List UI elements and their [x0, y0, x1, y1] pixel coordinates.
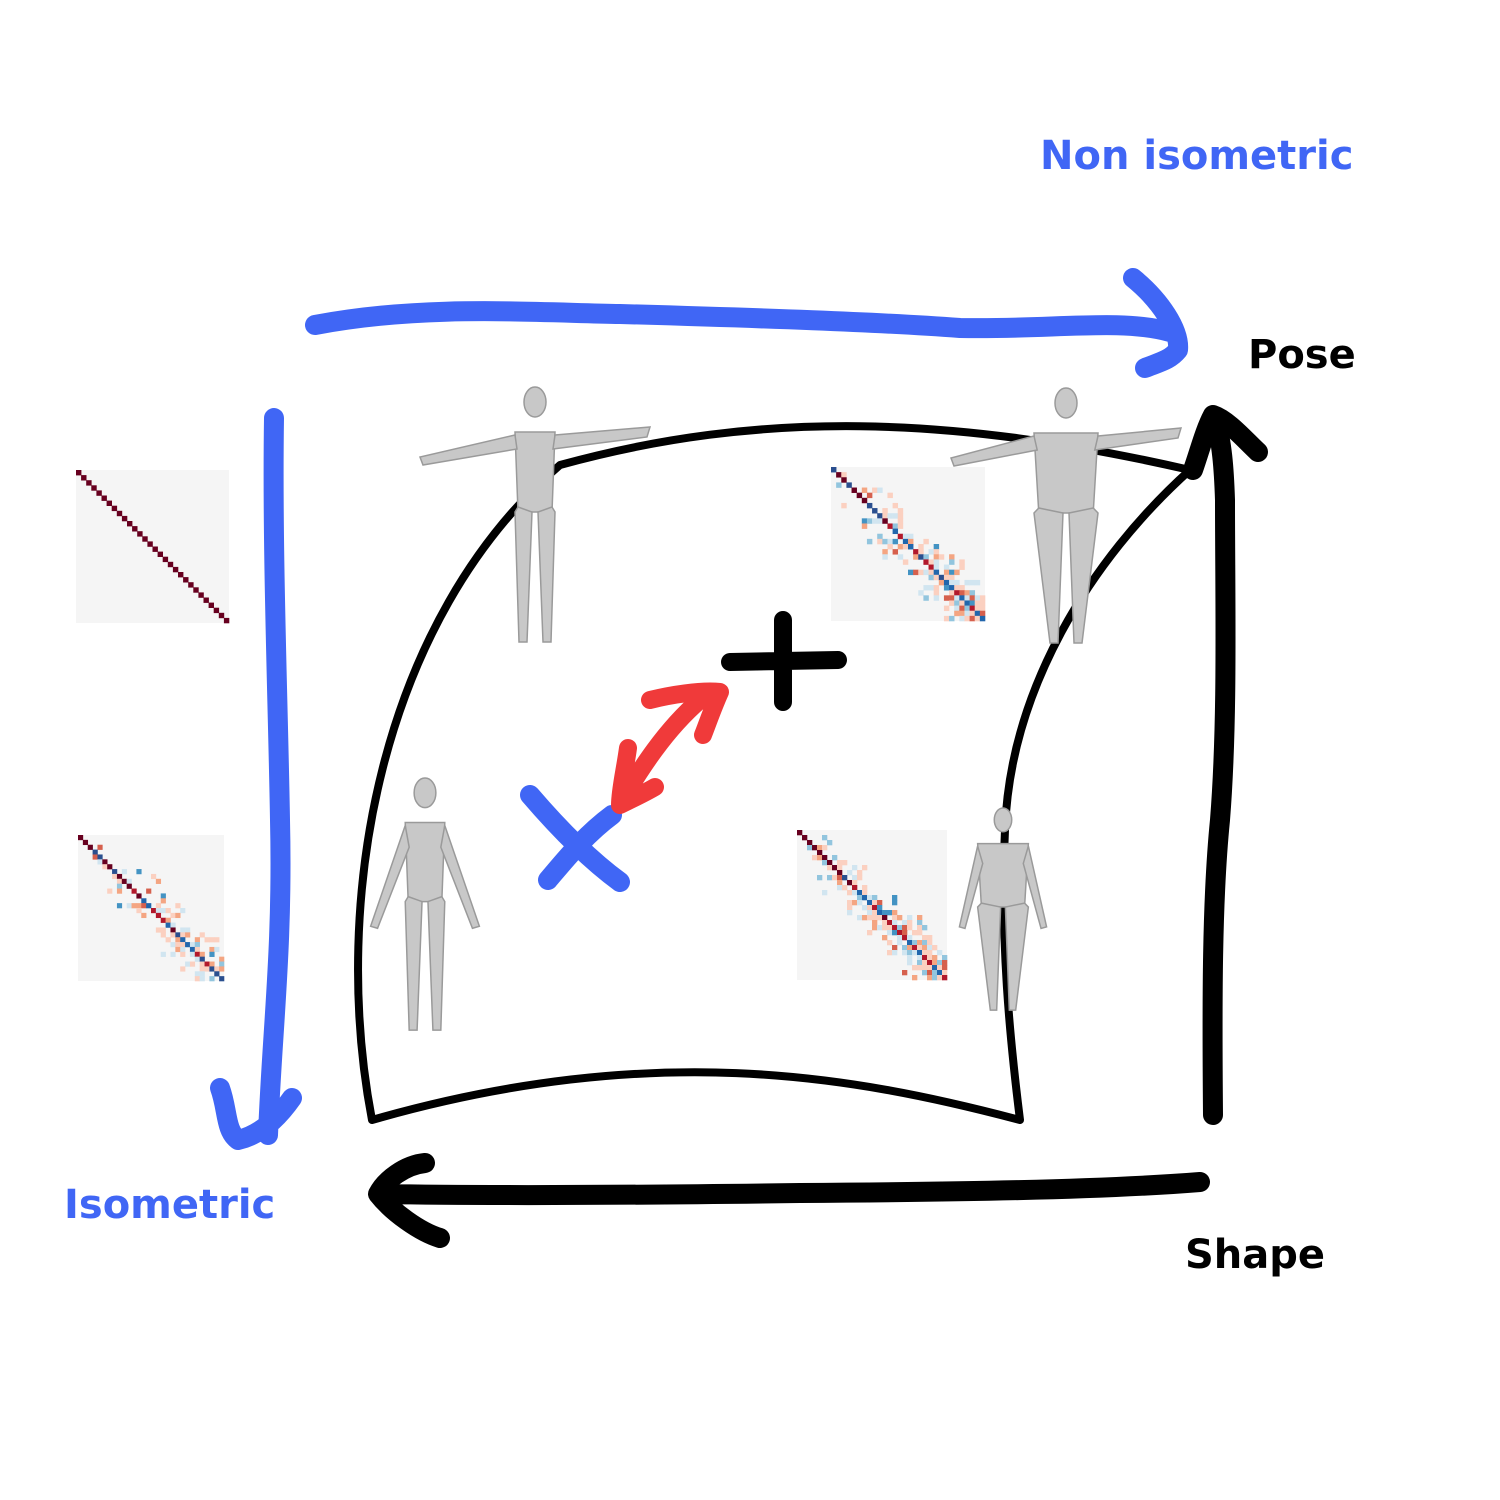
figure-thin-a-pose	[369, 777, 481, 1031]
pose-label: Pose	[1248, 332, 1356, 378]
pose-arrow	[1183, 405, 1268, 1125]
figure-thin-arms-out	[418, 386, 652, 643]
shape-label: Shape	[1185, 1232, 1326, 1278]
distance-arrow	[611, 682, 729, 814]
non-isometric-arrow	[305, 268, 1189, 378]
identity-matrix	[76, 470, 230, 624]
non-isometric-label: Non isometric	[1040, 133, 1354, 179]
isometric-noisy-matrix	[78, 835, 225, 982]
x-marker	[520, 785, 630, 892]
figure-heavy-a-pose	[958, 807, 1048, 1011]
pose-shape-matrix	[831, 467, 986, 622]
isometric-arrow	[210, 408, 302, 1150]
shape-arrow	[368, 1153, 1210, 1248]
shape-matrix	[797, 830, 948, 981]
figure-heavy-arms-out	[950, 387, 1183, 644]
manifold-outline	[354, 422, 1194, 1124]
plus-marker	[721, 611, 847, 711]
isometric-label: Isometric	[64, 1182, 276, 1228]
